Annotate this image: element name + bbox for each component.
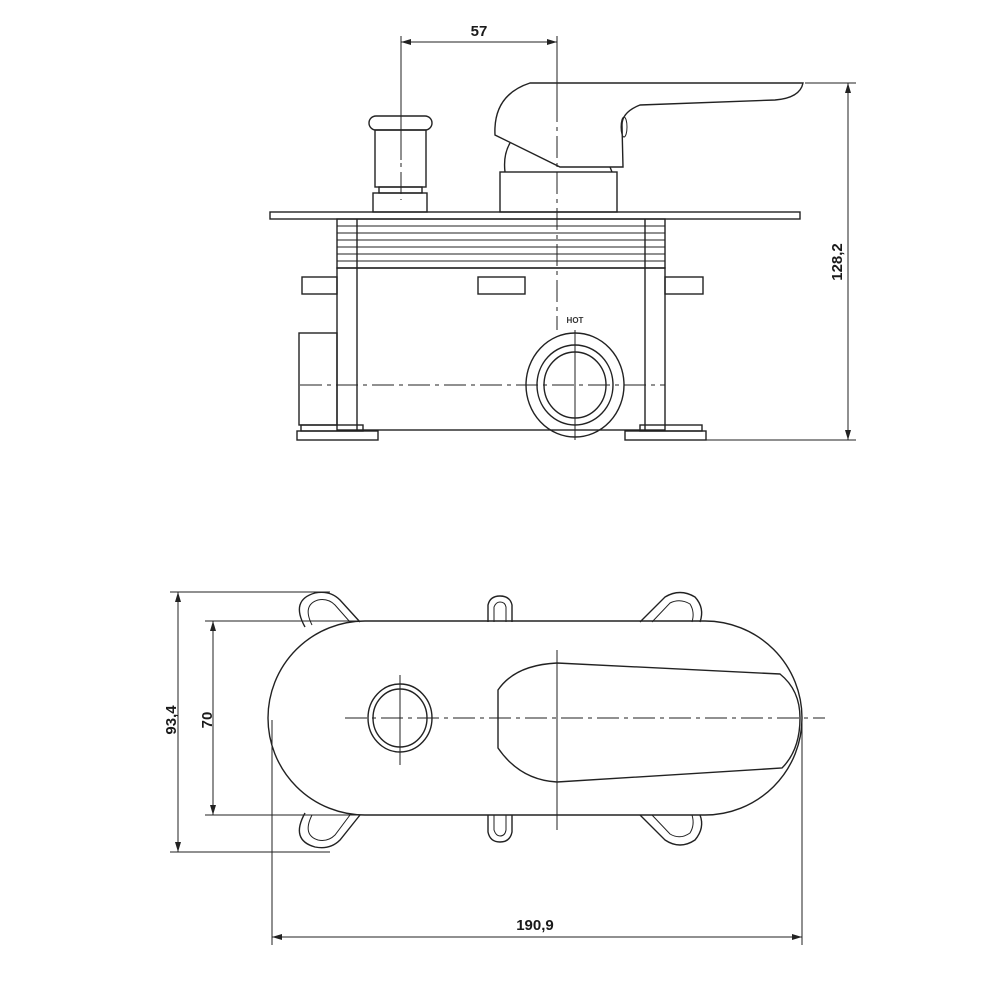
dimension-70-label: 70 [199,712,216,729]
hot-inlet-label: HOT [567,316,584,325]
diverter-button [368,115,433,213]
handle-top [497,662,801,783]
cover-plate-outline [267,620,803,816]
front-view: 57 [269,23,856,441]
cover-plate [269,211,801,220]
mounting-ears [298,591,703,849]
mixer-handle [494,82,804,213]
hot-inlet [525,330,625,440]
valve-body [296,219,707,441]
dimension-93-4-label: 93,4 [163,705,180,735]
dimension-128-2-label: 128,2 [829,243,846,281]
top-view: 93,4 70 190,9 [163,591,825,945]
dimension-190-9-label: 190,9 [516,917,554,934]
dimension-57-label: 57 [471,23,488,40]
thread-section [336,218,666,269]
